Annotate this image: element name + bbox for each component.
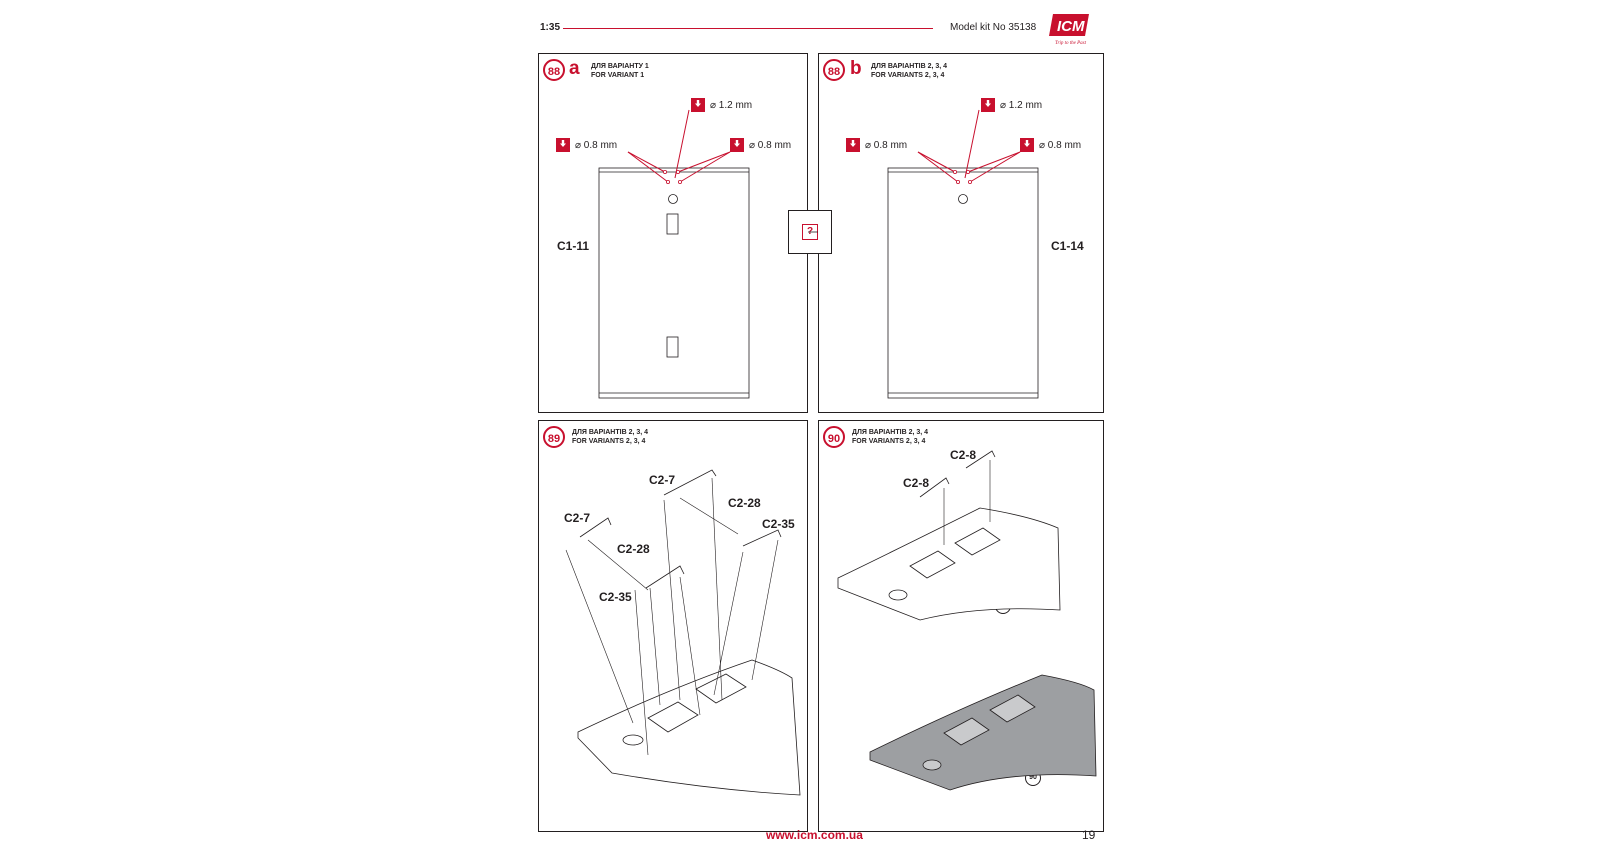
scale-label: 1:35 [540,22,561,33]
hatch-frame [943,717,990,746]
variant-text-90: ДЛЯ ВАРІАНТІВ 2, 3, 4 FOR VARIANTS 2, 3,… [852,428,928,446]
hatch-frame [989,694,1036,723]
variant-ua: ДЛЯ ВАРІАНТІВ 2, 3, 4 [852,429,929,436]
variant-text-88a: ДЛЯ ВАРІАНТУ 1 FOR VARIANT 1 [591,62,649,80]
variant-text-89: ДЛЯ ВАРІАНТІВ 2, 3, 4 FOR VARIANTS 2, 3,… [572,428,648,446]
door-panel-c1-11 [598,167,750,399]
variant-en: FOR VARIANTS 2, 3, 4 [852,438,926,445]
drill-callout-center: ⌀ 1.2 mm [691,98,752,112]
step-number-88b: 88 [823,59,845,81]
hole-marker [958,194,968,204]
step-number-88a: 88 [543,59,565,81]
step-number-89: 89 [543,426,565,448]
variant-ua: ДЛЯ ВАРІАНТІВ 2, 3, 4 [871,63,948,70]
drill-callout-right: ⌀ 0.8 mm [1020,138,1081,152]
step-number-90: 90 [823,426,845,448]
drill-size: ⌀ 0.8 mm [749,139,792,151]
part-label-c1-11: C1-11 [557,239,590,253]
hatch-slot [666,336,679,358]
drill-size: ⌀ 1.2 mm [710,99,753,111]
handrail-c2-35 [645,565,685,589]
drill-size: ⌀ 1.2 mm [1000,99,1043,111]
drill-icon [846,138,860,152]
handrail-c2-8 [965,450,996,469]
drill-callout-left: ⌀ 0.8 mm [846,138,907,152]
drill-callout-right: ⌀ 0.8 mm [730,138,791,152]
website-link[interactable]: www.icm.com.ua [766,828,863,842]
hatch-frame [909,550,956,579]
part-label-c1-14: C1-14 [1051,239,1084,253]
variant-text-88b: ДЛЯ ВАРІАНТІВ 2, 3, 4 FOR VARIANTS 2, 3,… [871,62,947,80]
vent-hatch [922,759,942,771]
kit-number: Model kit No 35138 [950,22,1037,33]
hatch-frame [695,673,747,704]
roof-panel [577,659,801,796]
hatch-frame [954,527,1001,556]
part-label: C2-35 [599,590,632,604]
drill-icon [556,138,570,152]
svg-text:ICM: ICM [1057,18,1085,35]
drill-size: ⌀ 0.8 mm [865,139,908,151]
variant-ua: ДЛЯ ВАРІАНТІВ 2, 3, 4 [572,429,649,436]
part-label: C2-8 [903,476,930,490]
variant-en: FOR VARIANTS 2, 3, 4 [871,72,945,79]
hatch-frame [647,701,699,733]
drill-callout-center: ⌀ 1.2 mm [981,98,1042,112]
header-rule [563,28,933,29]
part-label: C2-35 [762,517,795,531]
drill-icon [730,138,744,152]
variant-en: FOR VARIANTS 2, 3, 4 [572,438,646,445]
page-number: 19 [1082,828,1096,842]
step-letter-b: b [850,58,862,79]
part-label: C2-8 [950,448,977,462]
drill-size: ⌀ 0.8 mm [1039,139,1082,151]
icm-logo: ICM Trip to the Past [1045,14,1095,46]
handrail-c2-7 [579,517,612,538]
handrail-c2-8 [919,477,950,498]
handrail-c2-7 [663,469,717,496]
drill-icon [981,98,995,112]
variant-en: FOR VARIANT 1 [591,72,645,79]
roof-panel-assembled [837,507,1061,621]
hatch-slot [666,213,679,235]
drill-icon [1020,138,1034,152]
part-label: C2-28 [617,542,650,556]
variant-ua: ДЛЯ ВАРІАНТУ 1 [591,63,649,70]
step-letter-a: a [569,58,580,79]
vent-hatch [888,589,908,601]
drill-size: ⌀ 0.8 mm [575,139,618,151]
handrail-c2-35 [742,529,782,547]
door-panel-c1-14 [887,167,1039,399]
drill-icon [691,98,705,112]
part-label: C2-28 [728,496,761,510]
vent-hatch [622,734,644,746]
hole-marker [668,194,678,204]
step-88a-panel [538,53,808,413]
part-label: C2-7 [649,473,676,487]
step-88b-panel [818,53,1104,413]
part-label: C2-7 [564,511,591,525]
svg-text:Trip to the Past: Trip to the Past [1055,41,1087,46]
drill-callout-left: ⌀ 0.8 mm [556,138,617,152]
